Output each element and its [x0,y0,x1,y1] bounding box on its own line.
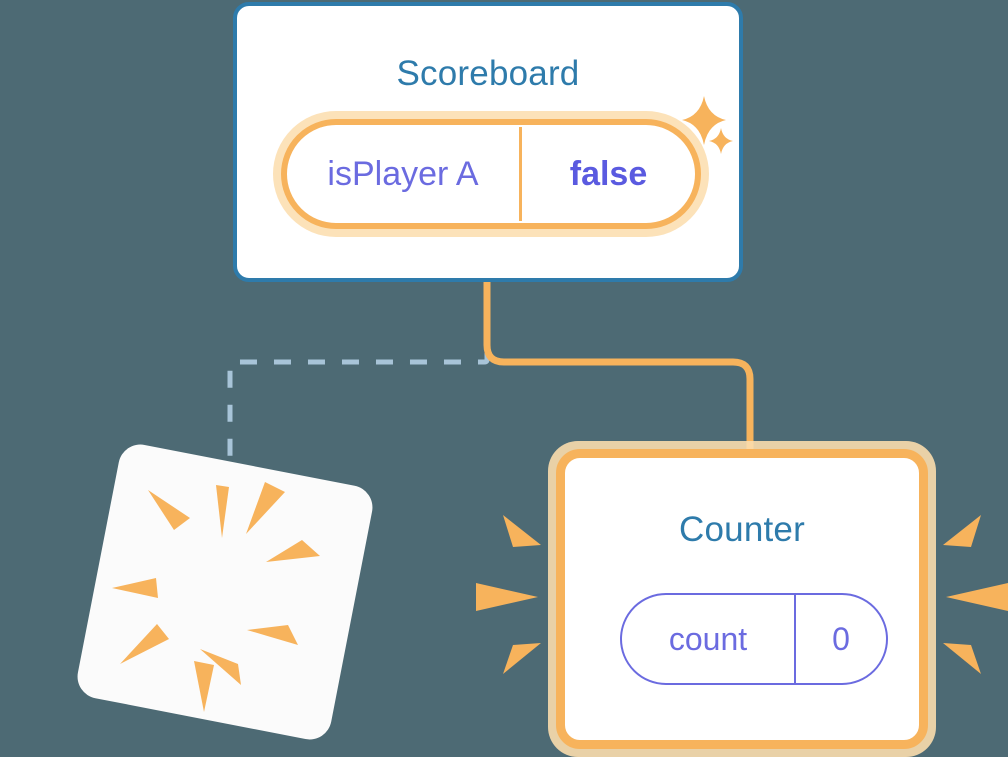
burst-ray [148,490,190,530]
counter-title: Counter [679,510,805,549]
burst-ray [943,515,981,547]
burst-ray [266,540,320,562]
burst-ray [200,649,241,685]
counter-card[interactable]: Counter count 0 [556,449,928,749]
burst-ray [476,583,538,611]
counter-state-value: 0 [832,620,850,657]
burst-ray [943,643,981,674]
burst-ray [503,643,541,674]
burst-ray [120,624,169,664]
sparkle-large-icon [682,96,726,145]
burst-ray [247,625,298,645]
connector-solid-scoreboard-to-counter [483,282,754,452]
burst-ray [246,482,285,534]
pill-divider [519,127,522,221]
scoreboard-state-pill[interactable]: isPlayer A false [273,111,709,237]
connector-dashed-scoreboard-to-blank [227,285,490,478]
burst-ray [194,661,214,712]
scoreboard-state-key: isPlayer A [327,154,479,193]
scoreboard-state-value: false [569,154,648,193]
scoreboard-title: Scoreboard [396,54,580,93]
counter-state-key: count [668,620,748,657]
burst-ray [112,578,158,598]
burst-ray [216,485,229,538]
burst-ray [503,515,541,547]
counter-state-pill[interactable]: count 0 [620,593,888,685]
burst-ray [946,583,1008,611]
scoreboard-card[interactable]: Scoreboard isPlayer A false [233,2,743,282]
pill-divider [794,595,796,683]
sparkle-small-icon [709,128,733,154]
